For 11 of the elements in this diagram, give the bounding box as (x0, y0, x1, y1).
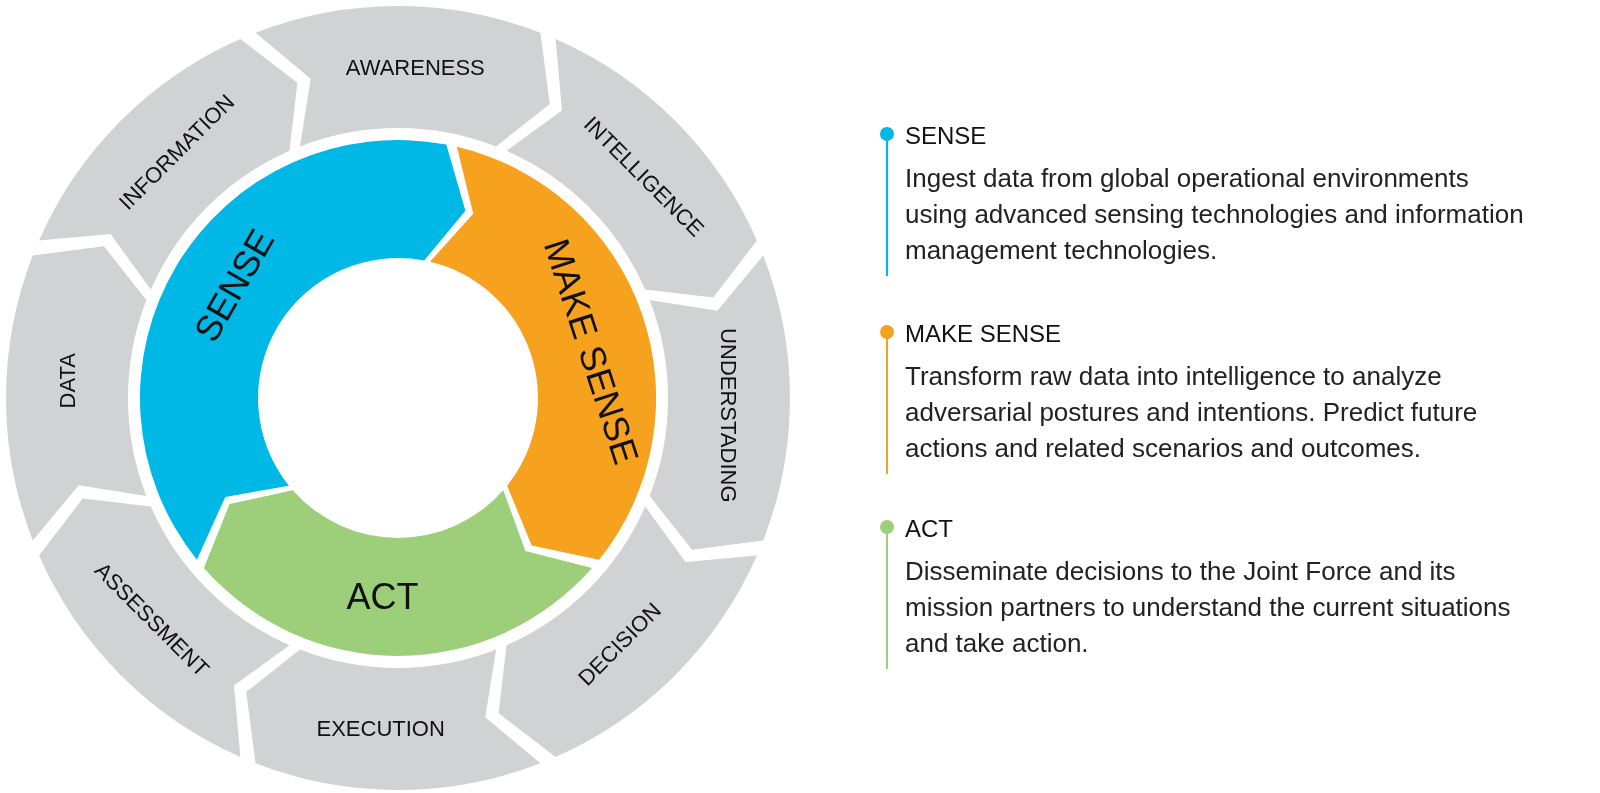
legend-heading: SENSE (905, 122, 987, 150)
phase-segment: ACT (203, 490, 593, 656)
legend-heading: MAKE SENSE (905, 320, 1062, 348)
description-text: Disseminate decisions to the Joint Force and its mission partners to understand the current situations and take action. (905, 555, 1512, 660)
legend-heading: ACT (905, 515, 953, 543)
cycle-segment: AWARENESS (255, 6, 550, 147)
cycle-segment: DATA (6, 246, 147, 541)
cycle-segment: EXECUTION (246, 649, 541, 790)
cycle-segment: UNDERSTADING (649, 255, 790, 550)
description-text: Ingest data from global operational environments using advanced sensing technologies and information management technologies. (905, 162, 1525, 267)
description-text: Transform raw data into intelligence to analyze adversarial postures and intentions. Predict future actions and related scenarios and outcomes. (905, 360, 1479, 465)
